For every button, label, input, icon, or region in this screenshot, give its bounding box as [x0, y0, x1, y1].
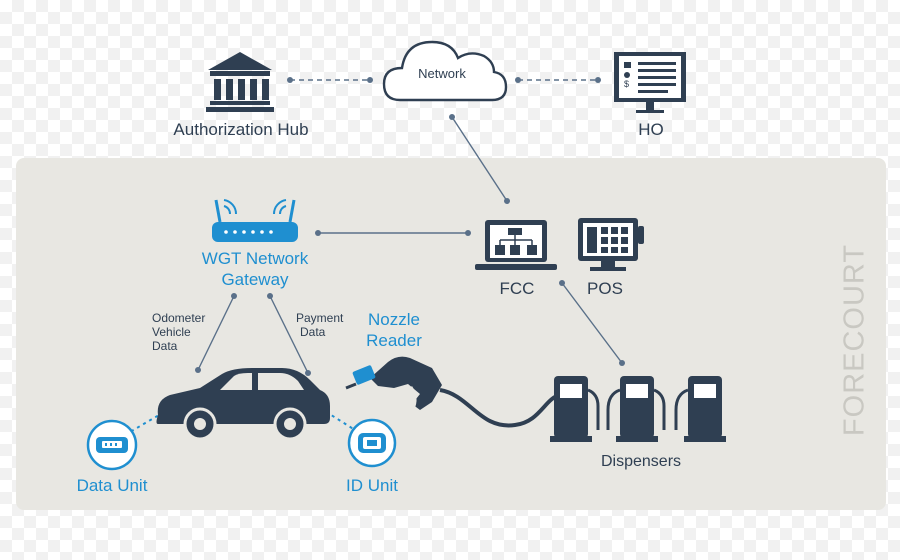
- pos-terminal-icon: [578, 218, 644, 271]
- pos-label: POS: [587, 279, 623, 298]
- monitor-report-icon: $: [614, 52, 686, 113]
- payment-label-line2: Data: [300, 325, 326, 339]
- network-label: Network: [418, 66, 466, 81]
- bank-icon: [206, 52, 274, 112]
- nozzle-icon: [345, 356, 561, 428]
- gateway-label-line1: WGT Network: [201, 249, 309, 268]
- data-unit-label: Data Unit: [76, 476, 148, 495]
- id-unit-icon: [347, 418, 397, 468]
- gateway-label-line2: Gateway: [221, 270, 289, 289]
- forecourt-zone-label: FORECOURT: [838, 243, 871, 437]
- cloud-icon: [382, 40, 508, 102]
- data-unit-icon: [86, 419, 138, 471]
- authorization-hub-label: Authorization Hub: [173, 120, 309, 139]
- nozzle-reader-label-line1: Nozzle: [368, 310, 420, 329]
- edge-gateway-car-right: [269, 295, 309, 374]
- dispensers-label: Dispensers: [600, 453, 682, 470]
- fuel-pump-icon: [550, 376, 600, 442]
- car-icon: [156, 368, 330, 441]
- odometer-label-line2: Vehicle: [152, 325, 191, 339]
- fuel-pump-icon: [606, 376, 666, 442]
- ho-label: HO: [638, 120, 664, 139]
- nozzle-reader-label-line2: Reader: [366, 331, 422, 350]
- odometer-label-line1: Odometer: [152, 311, 206, 325]
- fcc-label: FCC: [499, 279, 535, 298]
- svg-text:$: $: [624, 79, 629, 89]
- odometer-label-line3: Data: [152, 339, 178, 353]
- router-icon: [212, 199, 298, 242]
- edge-car-data-unit: [129, 397, 189, 433]
- laptop-icon: [475, 220, 557, 270]
- payment-label-line1: Payment: [296, 311, 344, 325]
- forecourt-zone: [16, 158, 886, 510]
- edge-gateway-car-left: [197, 295, 235, 371]
- blue-links: [129, 397, 356, 433]
- fuel-pump-icon: [674, 376, 726, 442]
- connectors: [195, 77, 625, 376]
- id-unit-label: ID Unit: [346, 476, 398, 495]
- edge-fcc-dispensers: [561, 282, 623, 364]
- edge-network-fcc: [451, 116, 508, 202]
